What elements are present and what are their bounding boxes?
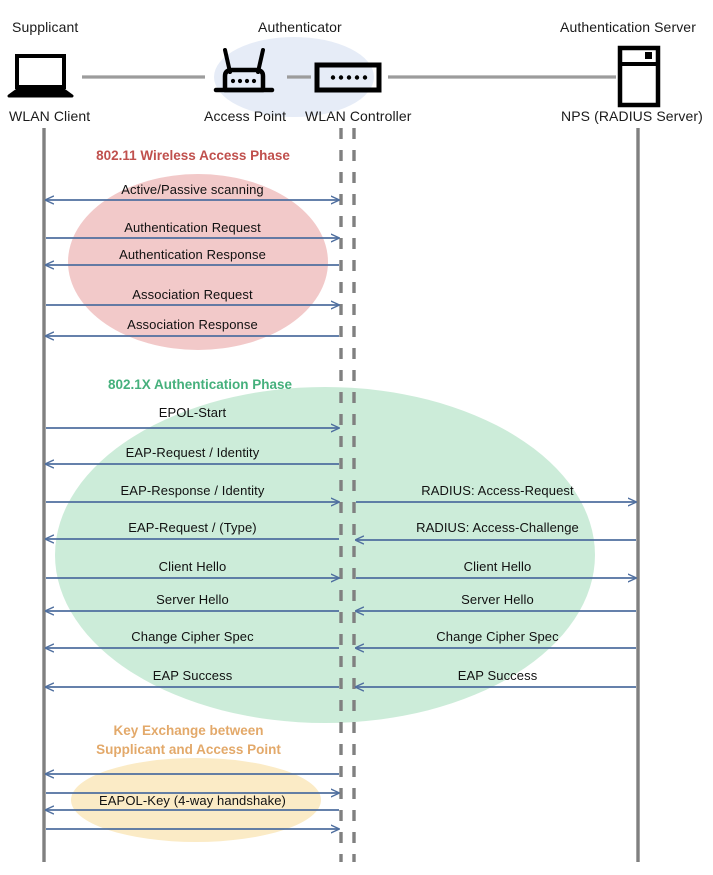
actor-device-nps: NPS (RADIUS Server) — [561, 108, 703, 124]
phase-title-key-exchange-line2: Supplicant and Access Point — [96, 742, 281, 757]
msg-authentication-response: Authentication Response — [119, 247, 266, 262]
msg-eap-success-right: EAP Success — [457, 668, 538, 683]
msg-authentication-request: Authentication Request — [124, 220, 261, 235]
msg-eap-response-identity: EAP-Response / Identity — [120, 483, 265, 498]
msg-eap-success-left: EAP Success — [152, 668, 233, 683]
msg-active-passive-scanning: Active/Passive scanning — [121, 182, 264, 197]
phase-ellipse-wireless — [68, 174, 328, 350]
msg-eap-request-type: EAP-Request / (Type) — [128, 520, 257, 535]
msg-client-hello-right: Client Hello — [463, 559, 532, 574]
actor-role-auth-server: Authentication Server — [560, 19, 696, 35]
msg-server-hello-right: Server Hello — [461, 592, 534, 607]
phase2-arrows-left — [46, 428, 339, 687]
actor-role-supplicant: Supplicant — [12, 19, 79, 35]
phase-title-wireless-access: 802.11 Wireless Access Phase — [96, 148, 290, 163]
actor-device-access-point: Access Point — [204, 108, 287, 124]
msg-eapol-key-handshake: EAPOL-Key (4-way handshake) — [99, 793, 286, 808]
laptop-icon — [7, 54, 74, 98]
phase-title-dot1x: 802.1X Authentication Phase — [107, 377, 293, 392]
access-point-icon — [213, 48, 275, 93]
msg-association-response: Association Response — [127, 317, 258, 332]
actor-role-authenticator: Authenticator — [258, 19, 342, 35]
msg-association-request: Association Request — [132, 287, 253, 302]
msg-client-hello-left: Client Hello — [158, 559, 227, 574]
phase-title-key-exchange-line1: Key Exchange between — [113, 723, 264, 738]
actor-device-wlan-client: WLAN Client — [9, 108, 91, 124]
phase1-arrows — [46, 200, 339, 336]
wlan-controller-icon — [314, 62, 382, 93]
msg-epol-start: EPOL-Start — [158, 405, 227, 420]
server-rack-icon — [617, 45, 661, 108]
msg-eap-request-identity: EAP-Request / Identity — [125, 445, 260, 460]
msg-radius-access-challenge: RADIUS: Access-Challenge — [416, 520, 579, 535]
phase2-arrows-right — [356, 502, 636, 687]
msg-radius-access-request: RADIUS: Access-Request — [421, 483, 574, 498]
msg-change-cipher-right: Change Cipher Spec — [436, 629, 559, 644]
actor-device-wlan-controller: WLAN Controller — [305, 108, 412, 124]
msg-server-hello-left: Server Hello — [156, 592, 229, 607]
phase-ellipse-keyexch — [71, 758, 321, 842]
phase3-arrows — [46, 774, 339, 829]
phase-ellipse-dot1x — [55, 387, 595, 723]
msg-change-cipher-left: Change Cipher Spec — [131, 629, 254, 644]
